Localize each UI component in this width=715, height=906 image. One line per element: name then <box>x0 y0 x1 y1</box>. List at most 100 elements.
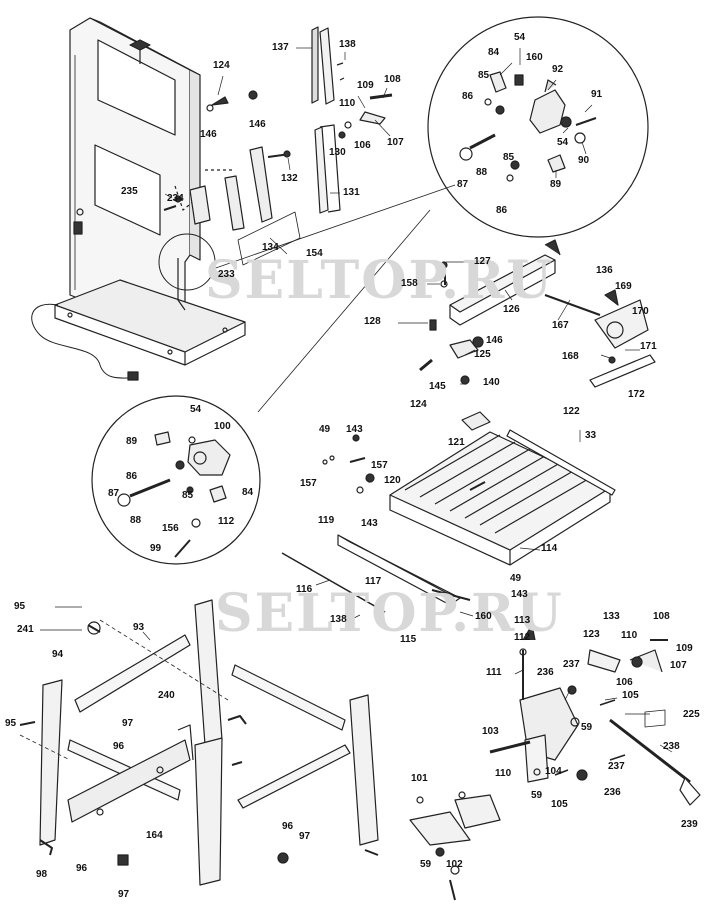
saw-table <box>281 411 616 613</box>
callout: 105 <box>551 799 568 810</box>
callout: 97 <box>122 718 134 729</box>
callout: 138 <box>330 614 347 625</box>
callout: 114 <box>541 543 558 554</box>
callout: 94 <box>52 649 64 660</box>
callout: 85 <box>182 490 194 501</box>
trunnion-assembly <box>409 624 701 901</box>
callout: 59 <box>581 722 593 733</box>
callout: 225 <box>683 709 700 720</box>
callout: 167 <box>552 320 569 331</box>
callout: 84 <box>488 47 500 58</box>
callout: 168 <box>562 351 579 362</box>
callout: 123 <box>583 629 600 640</box>
callout: 140 <box>483 377 500 388</box>
callout: 87 <box>457 179 469 190</box>
callout: 164 <box>146 830 163 841</box>
callout: 241 <box>17 624 34 635</box>
callout: 96 <box>113 741 125 752</box>
callout: 109 <box>676 643 693 654</box>
lower-guide-detail <box>91 395 261 565</box>
callout: 49 <box>319 424 331 435</box>
fence-rail-miter <box>419 239 656 388</box>
callout: 96 <box>282 821 294 832</box>
callout: 59 <box>531 790 543 801</box>
callout: 143 <box>511 589 528 600</box>
callout: 122 <box>563 406 580 417</box>
callout: 103 <box>482 726 499 737</box>
callout: 124 <box>213 60 230 71</box>
callout: 112 <box>514 632 531 643</box>
callout: 171 <box>640 341 657 352</box>
callout: 156 <box>162 523 179 534</box>
callout: 146 <box>200 129 217 140</box>
callout: 238 <box>663 741 680 752</box>
callout: 91 <box>591 89 603 100</box>
callout: 99 <box>150 543 162 554</box>
callout: 110 <box>339 98 356 109</box>
callout: 127 <box>474 256 491 267</box>
callout: 89 <box>126 436 138 447</box>
callout: 49 <box>510 573 522 584</box>
callout: 86 <box>462 91 474 102</box>
callout: 106 <box>354 140 371 151</box>
callout: 115 <box>400 634 417 645</box>
callout: 90 <box>578 155 590 166</box>
callout: 54 <box>190 404 202 415</box>
callout: 85 <box>503 152 515 163</box>
callout: 233 <box>218 269 235 280</box>
callout: 120 <box>384 475 401 486</box>
callout: 105 <box>622 690 639 701</box>
callout: 95 <box>5 718 17 729</box>
callout: 106 <box>616 677 633 688</box>
callout: 236 <box>537 667 554 678</box>
callout: 119 <box>318 515 335 526</box>
callout: 145 <box>429 381 446 392</box>
callout: 87 <box>108 488 120 499</box>
callout: 160 <box>526 52 543 63</box>
callout: 54 <box>514 32 526 43</box>
callout: 169 <box>615 281 632 292</box>
callout: 124 <box>410 399 427 410</box>
callout: 146 <box>249 119 266 130</box>
callout: 85 <box>478 70 490 81</box>
callout: 107 <box>670 660 687 671</box>
callout: 93 <box>133 622 145 633</box>
callout: 104 <box>545 766 562 777</box>
callout: 84 <box>242 487 254 498</box>
callout: 240 <box>158 690 175 701</box>
callout: 131 <box>343 187 360 198</box>
callout: 117 <box>365 576 382 587</box>
callout: 97 <box>118 889 130 900</box>
callout: 237 <box>563 659 580 670</box>
callout: 59 <box>420 859 432 870</box>
callout: 88 <box>130 515 142 526</box>
callout: 157 <box>300 478 317 489</box>
watermark-upper: SELTOP.RU <box>205 250 554 311</box>
callout: 98 <box>36 869 48 880</box>
guide-post-parts <box>163 26 393 266</box>
callout: 154 <box>306 248 323 259</box>
callout: 108 <box>384 74 401 85</box>
callout: 136 <box>596 265 613 276</box>
callout: 239 <box>681 819 698 830</box>
callout: 116 <box>296 584 313 595</box>
bandsaw-body <box>31 17 246 381</box>
callout: 143 <box>361 518 378 529</box>
callout: 126 <box>503 304 520 315</box>
callout: 172 <box>628 389 645 400</box>
callout: 97 <box>299 831 311 842</box>
callout: 146 <box>486 335 503 346</box>
callout: 100 <box>214 421 231 432</box>
callout: 110 <box>495 768 512 779</box>
stand-assembly <box>19 599 379 886</box>
callout: 137 <box>272 42 289 53</box>
callout: 234 <box>167 193 184 204</box>
callout: 110 <box>621 630 638 641</box>
callout: 86 <box>496 205 508 216</box>
callout: 237 <box>608 761 625 772</box>
callout: 170 <box>632 306 649 317</box>
callout: 113 <box>514 615 531 626</box>
callout: 95 <box>14 601 26 612</box>
